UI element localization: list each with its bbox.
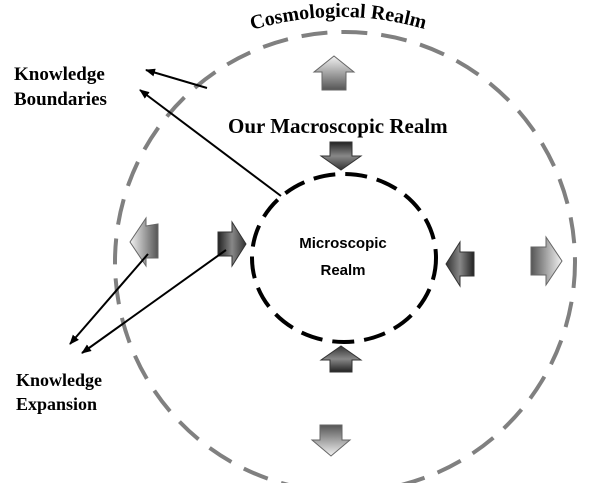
outward-arrow-up	[312, 55, 356, 91]
cosmological-realm-circle	[113, 30, 577, 483]
microscopic-realm-circle	[250, 172, 438, 344]
microscopic-realm-label-line2: Realm	[320, 262, 365, 279]
macroscopic-realm-label: Our Macroscopic Realm	[228, 114, 448, 138]
microscopic-realm-label-line1: Microscopic	[299, 235, 387, 252]
outward-arrow-right	[530, 235, 563, 287]
boundaries-pointers	[139, 68, 282, 197]
outward-arrow-down	[310, 424, 352, 457]
cosmological-realm-label: Cosmological Realm	[248, 0, 430, 35]
expansion-pointers	[69, 249, 227, 354]
inward-arrow-up	[319, 345, 363, 373]
inward-arrow-left	[445, 240, 475, 288]
inward-arrow-right	[217, 220, 247, 268]
knowledge-expansion-label-line2: Expansion	[16, 394, 97, 414]
knowledge-boundaries-label-line2: Boundaries	[14, 89, 107, 110]
outward-arrow-left	[129, 216, 159, 268]
knowledge-boundaries-label-line1: Knowledge	[14, 64, 105, 85]
knowledge-expansion-label-line1: Knowledge	[16, 370, 102, 390]
inward-arrow-down	[319, 141, 363, 171]
